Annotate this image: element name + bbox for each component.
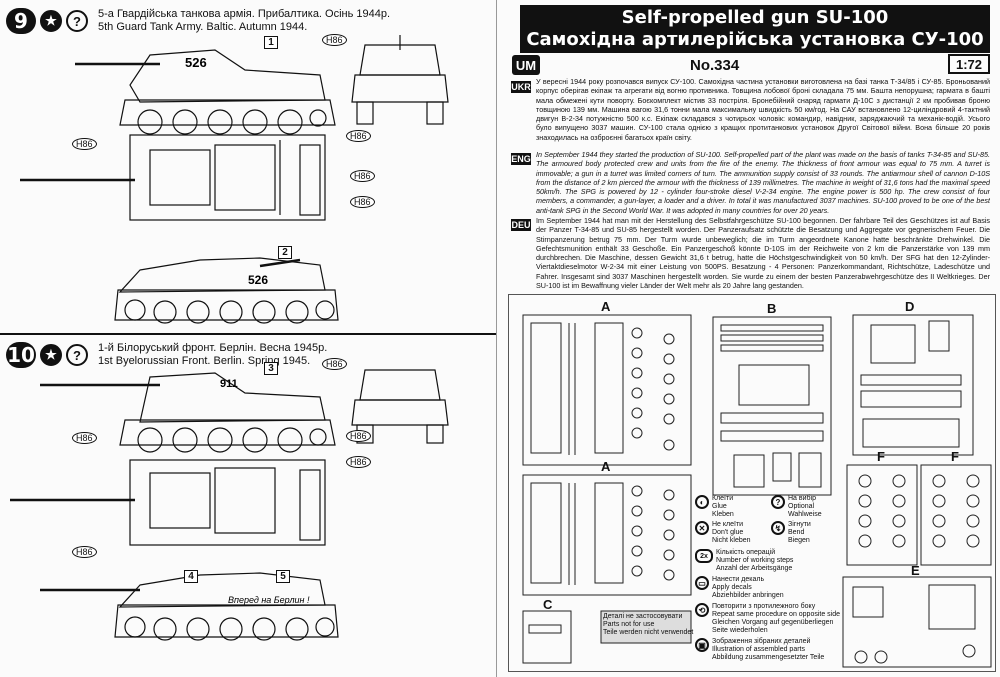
paint-callout: H86: [322, 34, 347, 46]
assembled-icon: ▣: [695, 638, 709, 652]
sprue-a-frame: [522, 314, 692, 466]
text-en: In September 1944 they started the produ…: [536, 150, 990, 215]
side-view-tank: [75, 49, 336, 135]
brand-logo: UM: [512, 55, 540, 75]
callout-1: 1: [264, 36, 278, 49]
sprue-label: B: [767, 301, 776, 316]
sprue-label: C: [543, 597, 553, 612]
callout-2: 2: [278, 246, 292, 259]
bend-icon: ↯: [771, 521, 785, 535]
paint-callout: H86: [72, 138, 97, 150]
sprue-label: E: [911, 563, 920, 578]
sprue-label: A: [601, 459, 611, 474]
step-9-header: 9 ★ ?: [6, 8, 88, 34]
star-icon: ★: [40, 10, 62, 32]
step-number: 9: [6, 8, 36, 34]
step-divider: [0, 333, 496, 335]
step-10-header: 10 ★ ?: [6, 342, 88, 368]
legend-steps: 2x Кількість операцій Number of working …: [695, 549, 845, 573]
front-view-tank: [351, 35, 449, 125]
paint-callout: H86: [72, 432, 97, 444]
hull-number: 911: [220, 378, 238, 390]
callout-4: 4: [184, 570, 198, 583]
scale-badge: 1:72: [948, 54, 990, 74]
title-en: Self-propelled gun SU-100: [621, 7, 889, 28]
step-10-caption: 1-й Білоруський фронт. Берлін. Весна 194…: [98, 342, 327, 368]
sprue-f-frame-2: [920, 464, 992, 566]
caption-ukr: 5-а Гвардійська танкова армія. Прибалтик…: [98, 8, 391, 20]
glue-icon: ◐: [695, 495, 709, 509]
page-title: Self-propelled gun SU-100 Самохідна арти…: [520, 5, 990, 53]
left-page: 9 ★ ? 5-а Гвардійська танкова армія. При…: [0, 0, 497, 677]
parts-diagram: A B D A F F E C ◐ Клеїти Glue Kleben ? Н…: [508, 294, 996, 672]
step-9-caption: 5-а Гвардійська танкова армія. Прибалтик…: [98, 8, 390, 34]
legend-optional: ? На вибір Optional Wahlweise: [771, 495, 822, 519]
text-ukr: У вересні 1944 року розпочався випуск СУ…: [536, 77, 990, 142]
slogan: Вперед на Берлин !: [228, 595, 310, 605]
star-icon: ★: [40, 344, 62, 366]
sprue-d-frame: [852, 314, 974, 456]
caption-ukr: 1-й Білоруський фронт. Берлін. Весна 194…: [98, 342, 328, 354]
step-10-drawings: 911 Вперед на Берлин !: [10, 369, 449, 641]
legend-glue: ◐ Клеїти Glue Kleben: [695, 495, 767, 519]
sprues-drawing: A B D A F F E C: [522, 299, 992, 668]
caption-en: 1st Byelorussian Front. Berlin. Spring 1…: [98, 355, 311, 367]
paint-callout: H86: [322, 358, 347, 370]
sprue-b-frame: [712, 316, 832, 496]
legend-assembled: ▣ Зображення зібраних деталей Illustrati…: [695, 638, 845, 662]
paint-callout: H86: [346, 456, 371, 468]
sprue-c-frame: [522, 610, 572, 664]
hull-number-2: 526: [248, 273, 268, 287]
side-view-tank-2: [114, 257, 339, 324]
legend-bend: ↯ Зігнути Bend Biegen: [771, 521, 811, 545]
sprue-e-frame: [842, 576, 992, 668]
paint-callout: H86: [72, 546, 97, 558]
sprue-f-frame: [846, 464, 918, 566]
legend-decals: ▭ Нанести декаль Apply decals Abziehbild…: [695, 576, 845, 600]
paint-callout: H86: [350, 170, 375, 182]
unused-parts-note: Деталі не застосовувати Parts not for us…: [603, 613, 694, 636]
sprue-label: F: [951, 449, 959, 464]
top-view-tank: [20, 134, 326, 221]
callout-3: 3: [264, 362, 278, 375]
steps-icon: 2x: [695, 549, 713, 563]
optional-icon: ?: [771, 495, 785, 509]
legend-repeat: ⟲ Повторити з протилежного боку Repeat s…: [695, 603, 845, 635]
caption-en: 5th Guard Tank Army. Baltic. Autumn 1944…: [98, 21, 308, 33]
paint-callout: H86: [346, 430, 371, 442]
paint-callout: H86: [346, 130, 371, 142]
paint-callout: H86: [350, 196, 375, 208]
top-view-tank: [10, 459, 326, 546]
question-icon: ?: [66, 10, 88, 32]
lang-deu-badge: DEU: [511, 219, 531, 231]
sprue-label: F: [877, 449, 885, 464]
text-de: Im September 1944 hat man mit der Herste…: [536, 216, 990, 290]
lang-ukr-badge: UKR: [511, 81, 531, 93]
question-icon: ?: [66, 344, 88, 366]
kit-number: No.334: [690, 57, 740, 74]
step-9-drawings: 526: [20, 35, 449, 324]
front-view-tank: [351, 369, 449, 444]
legend-no-glue: ✕ Не клеїти Don't glue Nicht kleben: [695, 521, 767, 545]
side-view-tank-2: [40, 572, 339, 641]
hull-number: 526: [185, 55, 207, 70]
sprue-a-frame-2: [522, 474, 692, 596]
decal-icon: ▭: [695, 576, 709, 590]
step-number: 10: [6, 342, 36, 368]
sprue-label: D: [905, 299, 914, 314]
symbol-legend: ◐ Клеїти Glue Kleben ? На вибір Optional…: [695, 495, 845, 662]
callout-5: 5: [276, 570, 290, 583]
lang-eng-badge: ENG: [511, 153, 531, 165]
sprue-label: A: [601, 299, 611, 314]
no-glue-icon: ✕: [695, 521, 709, 535]
title-ukr: Самохідна артилерійська установка СУ-100: [526, 29, 984, 50]
repeat-icon: ⟲: [695, 603, 709, 617]
side-view-tank: [40, 372, 336, 453]
